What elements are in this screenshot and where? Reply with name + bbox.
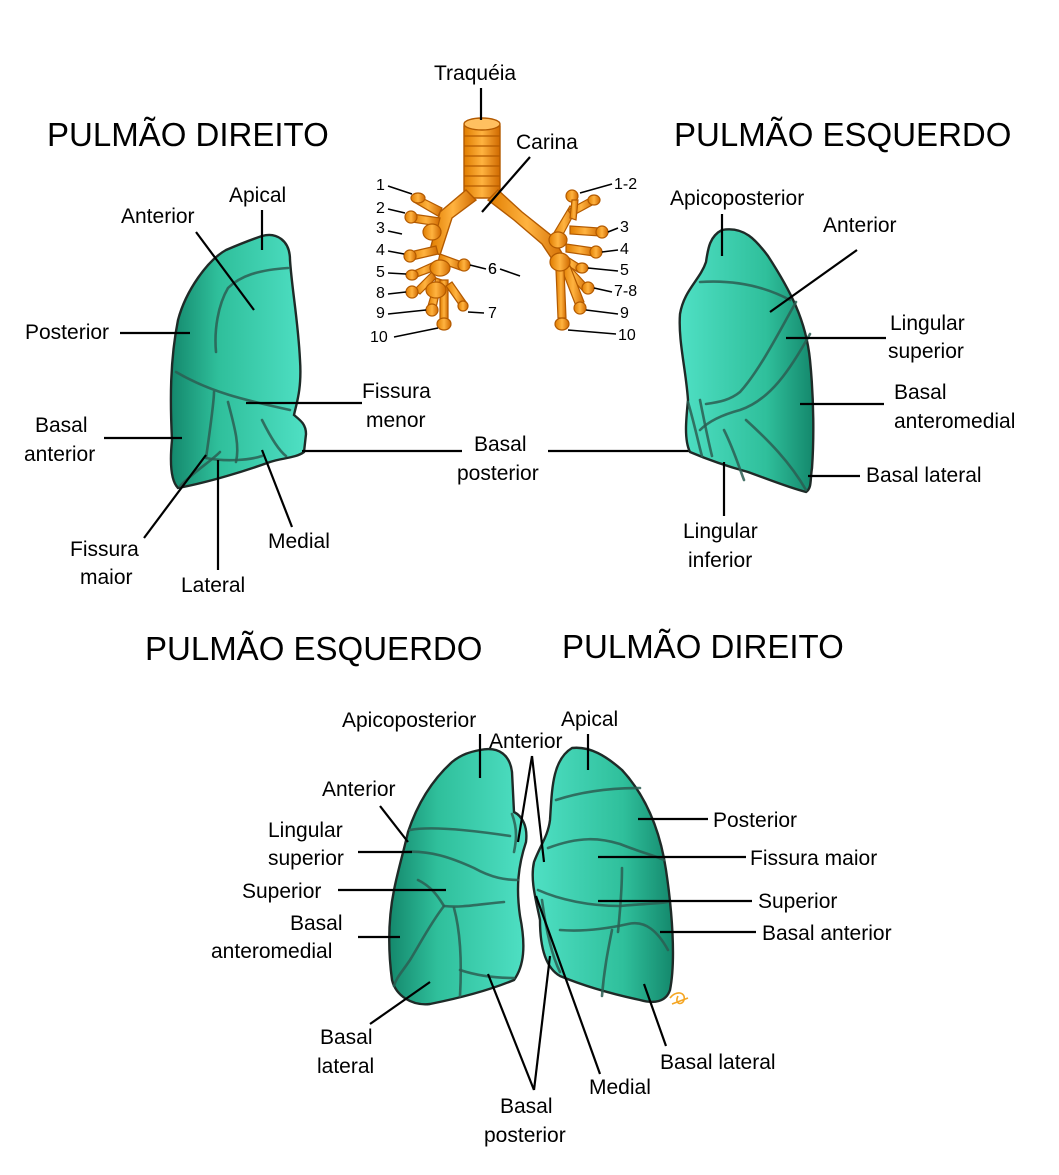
anterior-left-leader: [769, 249, 858, 313]
right-bronchus-number: 10: [370, 329, 388, 346]
bottom-basal-lateral-right-label: Basal lateral: [660, 1051, 776, 1074]
bottom-anterior-center-leader-2: [530, 755, 546, 863]
carina-leader: [481, 156, 531, 213]
left-bronchus-number: 9: [620, 305, 629, 322]
bottom-right-lung-shape: [531, 746, 675, 1004]
fissura-maior-label-line2: maior: [80, 566, 133, 589]
bottom-basal-posterior-leader-1: [486, 973, 536, 1091]
anterior-left-label: Anterior: [823, 214, 897, 237]
left-lung-segment-lines: [686, 280, 812, 492]
bottom-anterior-center-label: Anterior: [489, 730, 563, 753]
bottom-anterior-left-leader: [379, 805, 409, 843]
trachea-rings: [464, 135, 500, 187]
right-bronchus-number-7: 7: [488, 305, 497, 322]
right-bronchus-number: 4: [376, 242, 385, 259]
apicoposterior-label: Apicoposterior: [670, 187, 804, 210]
basal-posterior-label-line1: Basal: [474, 433, 527, 456]
bottom-left-lung-title: PULMÃO ESQUERDO: [145, 630, 482, 667]
right-bronchus-number: 8: [376, 285, 385, 302]
posterior-label: Posterior: [25, 321, 109, 344]
top-left-lung-title: PULMÃO ESQUERDO: [674, 116, 1011, 153]
bottom-left-lung-shape: [388, 747, 528, 1006]
medial-label: Medial: [268, 530, 330, 553]
fissura-menor-label-line1: Fissura: [362, 380, 431, 403]
bottom-lingular-superior-label-line2: superior: [268, 847, 344, 870]
bottom-labels: Apicoposterior Apical Anterior Anterior …: [211, 708, 892, 1147]
left-bronchus-number: 10: [618, 327, 636, 344]
left-bronchi-numbers: 1-2 3 4 5 7-8 9 10 6: [488, 176, 637, 344]
medial-leader: [260, 449, 294, 528]
bottom-basal-posterior-leader-2: [532, 955, 552, 1091]
artist-signature-icon: [669, 992, 689, 1005]
right-bronchus-number-6: 6: [488, 261, 497, 278]
top-right-lung-title: PULMÃO DIREITO: [47, 116, 329, 153]
bottom-basal-lateral-left-label-line1: Basal: [320, 1026, 373, 1049]
basal-anteromedial-label-line1: Basal: [894, 381, 947, 404]
bottom-basal-anteromedial-label-line1: Basal: [290, 912, 343, 935]
fissura-maior-leader: [143, 454, 207, 539]
bottom-basal-posterior-label-line1: Basal: [500, 1095, 553, 1118]
right-bronchus-number: 9: [376, 305, 385, 322]
basal-anterior-label-line2: anterior: [24, 443, 95, 466]
bottom-medial-leader: [534, 895, 602, 1075]
bottom-anterior-center-leader-1: [516, 755, 534, 843]
bottom-basal-lateral-left-label-line2: lateral: [317, 1055, 374, 1078]
fissura-maior-label-line1: Fissura: [70, 538, 139, 561]
basal-anteromedial-label-line2: anteromedial: [894, 410, 1015, 433]
right-segmental-bronchi: [403, 192, 471, 331]
trachea-label: Traquéia: [434, 62, 516, 85]
basal-lateral-label: Basal lateral: [866, 464, 982, 487]
anterior-label: Anterior: [121, 205, 195, 228]
bottom-right-lung: [531, 746, 689, 1005]
left-segmental-bronchi: [548, 189, 609, 331]
bottom-basal-anteromedial-label-line2: anteromedial: [211, 940, 332, 963]
apical-label: Apical: [229, 184, 286, 207]
basal-posterior-label-line2: posterior: [457, 462, 539, 485]
bottom-anterior-left-label: Anterior: [322, 778, 396, 801]
lingular-superior-label-line2: superior: [888, 340, 964, 363]
fissura-menor-label-line2: menor: [366, 409, 426, 432]
bottom-basal-posterior-label-line2: posterior: [484, 1124, 566, 1147]
lateral-label: Lateral: [181, 574, 245, 597]
bottom-medial-label: Medial: [589, 1076, 651, 1099]
bottom-apicoposterior-label: Apicoposterior: [342, 709, 476, 732]
basal-anterior-label-line1: Basal: [35, 414, 88, 437]
left-bronchus-number: 7-8: [614, 283, 637, 300]
bottom-left-lung-segment-lines: [392, 812, 520, 998]
right-bronchus-number: 3: [376, 220, 385, 237]
bottom-superior-right-label: Superior: [758, 890, 837, 913]
right-bronchi-numbers: 1 2 3 4 5 8 9 10 6 7: [370, 177, 497, 346]
bottom-superior-left-label: Superior: [242, 880, 321, 903]
bottom-posterior-label: Posterior: [713, 809, 797, 832]
bottom-lingular-superior-label-line1: Lingular: [268, 819, 343, 842]
bottom-fissura-maior-label: Fissura maior: [750, 847, 877, 870]
bottom-basal-lateral-left-leader: [369, 981, 431, 1025]
right-bronchus-number: 2: [376, 200, 385, 217]
left-bronchus-number: 1-2: [614, 176, 637, 193]
bottom-basal-anterior-label: Basal anterior: [762, 922, 892, 945]
anterior-leader: [195, 231, 255, 311]
bottom-apical-label: Apical: [561, 708, 618, 731]
right-lung-segment-lines: [174, 266, 292, 488]
left-bronchus-number: 4: [620, 241, 629, 258]
lingular-inferior-label-line2: inferior: [688, 549, 752, 572]
lingular-inferior-label-line1: Lingular: [683, 520, 758, 543]
left-bronchus-number-6: 6: [488, 261, 497, 278]
right-bronchus-number: 1: [376, 177, 385, 194]
bottom-basal-lateral-right-leader: [642, 983, 668, 1047]
carina-label: Carina: [516, 131, 578, 154]
right-bronchus-number: 5: [376, 264, 385, 281]
top-right-lung: Apical Anterior Posterior Basal anterior…: [24, 184, 431, 597]
bronchial-tree: Traquéia Carina 1 2 3 4 5 8 9 10 6 7: [370, 62, 637, 346]
bottom-left-lung: [388, 747, 528, 1006]
left-bronchus-number: 5: [620, 262, 629, 279]
bottom-right-lung-title: PULMÃO DIREITO: [562, 628, 844, 665]
left-bronchus-number: 3: [620, 219, 629, 236]
top-left-lung: Apicoposterior Anterior Lingular superio…: [670, 187, 1015, 572]
lingular-superior-label-line1: Lingular: [890, 312, 965, 335]
